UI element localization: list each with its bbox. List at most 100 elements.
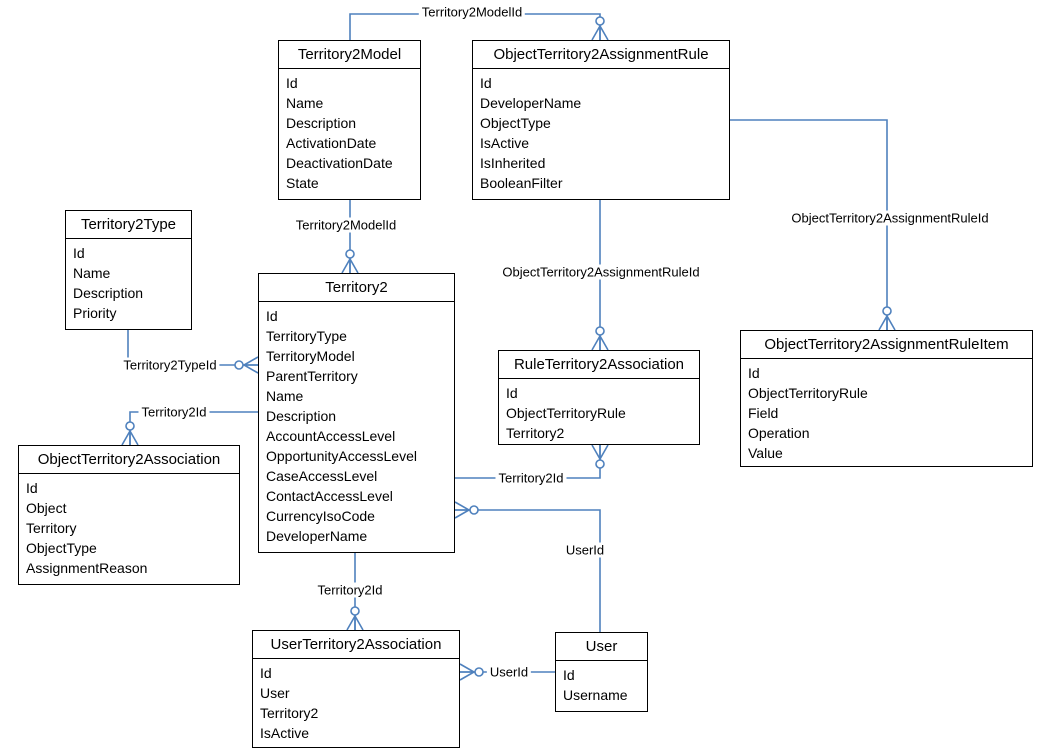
crowsfoot-icon <box>591 24 609 41</box>
entity-field: Operation <box>748 425 810 441</box>
entity-title: ObjectTerritory2AssignmentRule <box>473 41 729 69</box>
entity-field: ParentTerritory <box>266 368 358 384</box>
entity-field: Territory2 <box>260 705 319 721</box>
entity-title: UserTerritory2Association <box>253 631 459 659</box>
entity-field: Territory <box>26 520 77 536</box>
entity-field: Value <box>748 445 783 461</box>
entity-field: Id <box>563 667 575 683</box>
entity-field: Description <box>286 115 357 131</box>
entity-field: User <box>260 685 290 701</box>
entity-title: ObjectTerritory2Association <box>19 446 239 474</box>
entity-field: Object <box>26 500 67 516</box>
entity-field: IsInherited <box>480 155 546 171</box>
zero-many-circle-icon <box>882 306 892 316</box>
relationship-label: Territory2Id <box>314 582 386 598</box>
entity-field: Id <box>748 365 760 381</box>
entity-field: AccountAccessLevel <box>266 428 396 444</box>
entity-field: Id <box>506 385 518 401</box>
crowsfoot-icon <box>346 614 364 631</box>
entity-field: ObjectTerritoryRule <box>748 385 868 401</box>
entity-field: Priority <box>73 305 117 321</box>
entity-field: Id <box>26 480 38 496</box>
zero-many-circle-icon <box>595 459 605 469</box>
entity-field: Id <box>73 245 85 261</box>
entity-field: Description <box>266 408 337 424</box>
zero-many-circle-icon <box>350 606 360 616</box>
entity-field: ContactAccessLevel <box>266 488 393 504</box>
entity-field: CaseAccessLevel <box>266 468 378 484</box>
entity-field: OpportunityAccessLevel <box>266 448 417 464</box>
entity-field: Field <box>748 405 779 421</box>
relationship-label: Territory2ModelId <box>292 217 400 233</box>
entity-field: Name <box>73 265 111 281</box>
entity-field: CurrencyIsoCode <box>266 508 375 524</box>
crowsfoot-icon <box>242 356 259 374</box>
entity-field: ActivationDate <box>286 135 377 151</box>
entity-field: TerritoryModel <box>266 348 355 364</box>
entity-field: ObjectTerritoryRule <box>506 405 626 421</box>
zero-many-circle-icon <box>234 360 244 370</box>
zero-many-circle-icon <box>595 16 605 26</box>
entity-field: TerritoryType <box>266 328 347 344</box>
relationship-label: Territory2TypeId <box>120 357 220 373</box>
entity-field: AssignmentReason <box>26 560 148 576</box>
entity-field: Territory2 <box>506 425 565 441</box>
entity-title: ObjectTerritory2AssignmentRuleItem <box>741 331 1032 359</box>
crowsfoot-icon <box>454 501 471 519</box>
zero-many-circle-icon <box>125 421 135 431</box>
entity-field: Description <box>73 285 144 301</box>
entity-field: Name <box>266 388 304 404</box>
entity-field: DeactivationDate <box>286 155 393 171</box>
relationship-label: UserId <box>486 664 532 680</box>
entity-title: Territory2Type <box>66 211 191 239</box>
crowsfoot-icon <box>341 257 359 274</box>
zero-many-circle-icon <box>469 505 479 515</box>
entity-field: Id <box>266 308 278 324</box>
entity-field: Name <box>286 95 324 111</box>
entity-field: Id <box>286 75 298 91</box>
relationship-label: ObjectTerritory2AssignmentRuleId <box>788 210 992 226</box>
relationship-label: Territory2Id <box>495 470 567 486</box>
crowsfoot-icon <box>459 663 476 681</box>
crowsfoot-icon <box>121 429 139 446</box>
entity-title: Territory2 <box>259 274 454 302</box>
entity-title: User <box>556 633 647 661</box>
connector-territory2id-objectassociation <box>121 411 258 446</box>
connector-territory2modelid-center <box>341 200 359 274</box>
crowsfoot-icon <box>878 314 896 331</box>
relationship-label: Territory2ModelId <box>418 4 526 20</box>
entity-field: Username <box>563 687 628 703</box>
entity-title: Territory2Model <box>279 41 420 69</box>
connector-objectterritory2assignmentruleid-right <box>730 119 896 331</box>
entity-field: BooleanFilter <box>480 175 563 191</box>
connector-path <box>455 509 601 632</box>
entity-field: ObjectType <box>480 115 551 131</box>
relationship-label: Territory2Id <box>138 404 210 420</box>
entity-title: RuleTerritory2Association <box>499 351 699 379</box>
crowsfoot-icon <box>591 334 609 351</box>
crowsfoot-icon <box>591 444 609 461</box>
entity-field: DeveloperName <box>266 528 368 544</box>
zero-many-circle-icon <box>474 667 484 677</box>
entity-field: State <box>286 175 319 191</box>
connector-path <box>730 119 888 330</box>
relationship-label: ObjectTerritory2AssignmentRuleId <box>499 264 703 280</box>
